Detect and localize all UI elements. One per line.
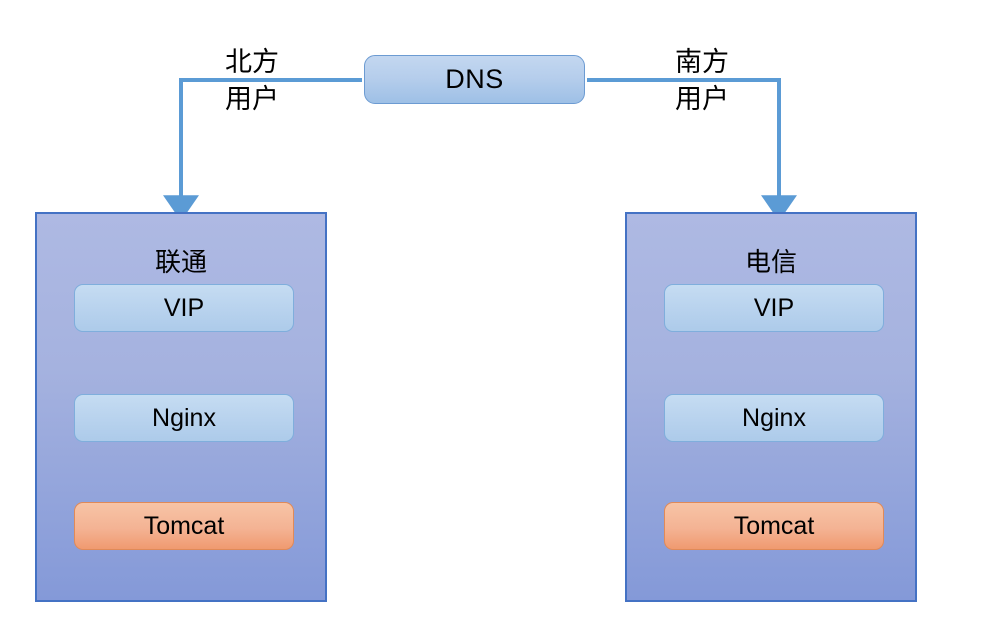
node-tomcat-unicom-label: Tomcat (143, 511, 225, 540)
node-vip-telecom[interactable]: VIP (664, 284, 884, 332)
isp-group-unicom-title: 联通 (154, 247, 207, 277)
node-tomcat-telecom[interactable]: Tomcat (664, 502, 884, 550)
node-vip-unicom[interactable]: VIP (74, 284, 294, 332)
node-nginx-telecom[interactable]: Nginx (664, 394, 884, 442)
node-nginx-unicom-label: Nginx (152, 403, 216, 432)
edge-label-north-line1: 北方 (225, 47, 279, 77)
node-tomcat-telecom-label: Tomcat (733, 511, 815, 540)
dns-node-label: DNS (445, 64, 504, 94)
node-nginx-telecom-label: Nginx (742, 403, 806, 432)
dns-node[interactable]: DNS (364, 55, 585, 104)
edge-label-north-users: 北方 用户 (198, 44, 306, 118)
node-vip-unicom-label: VIP (163, 293, 205, 322)
node-vip-telecom-label: VIP (753, 293, 795, 322)
isp-group-telecom-title: 电信 (744, 247, 797, 277)
node-tomcat-unicom[interactable]: Tomcat (74, 502, 294, 550)
edge-label-south-users: 南方 用户 (648, 44, 756, 118)
isp-group-telecom[interactable]: 电信 VIP Nginx Tomcat (625, 212, 917, 602)
edge-label-south-line1: 南方 (675, 47, 729, 77)
isp-group-unicom[interactable]: 联通 VIP Nginx Tomcat (35, 212, 327, 602)
edge-label-north-line2: 用户 (225, 84, 279, 114)
edge-label-south-line2: 用户 (675, 84, 729, 114)
node-nginx-unicom[interactable]: Nginx (74, 394, 294, 442)
